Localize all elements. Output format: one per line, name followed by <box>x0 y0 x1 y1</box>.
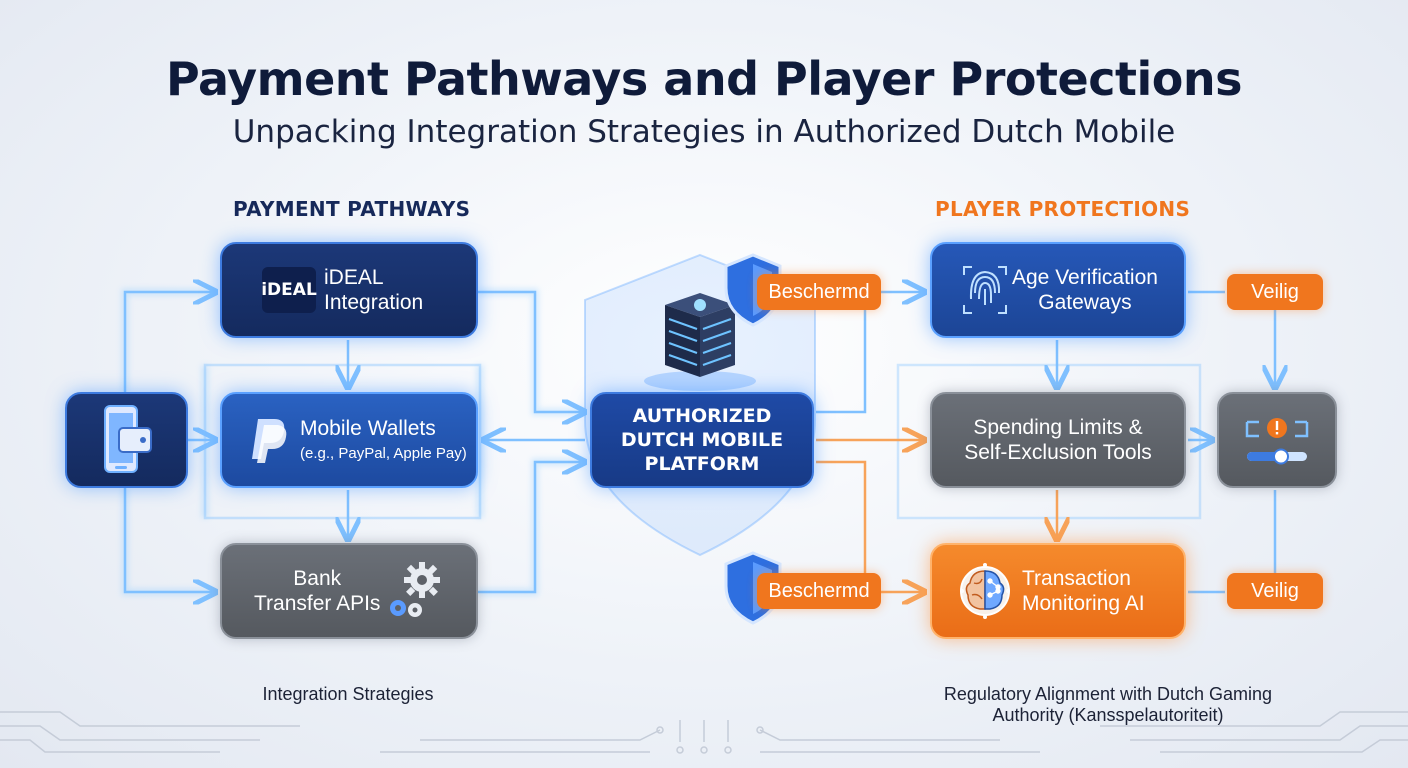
mobile-wallets-node[interactable]: Mobile Wallets (e.g., PayPal, Apple Pay) <box>220 392 478 488</box>
center-line1: AUTHORIZED <box>632 405 772 427</box>
ideal-integration-node[interactable]: iDEAL iDEAL Integration <box>220 242 478 338</box>
spending-limits-node[interactable]: Spending Limits & Self-Exclusion Tools <box>930 392 1186 488</box>
mobile-device-node[interactable] <box>65 392 188 488</box>
bank-transfer-node[interactable]: Bank Transfer APIs <box>220 543 478 639</box>
player-protections-heading: PLAYER PROTECTIONS <box>935 197 1191 221</box>
server-stack-icon <box>644 293 756 391</box>
center-line2: DUTCH MOBILE <box>620 429 784 451</box>
limits-line2: Self-Exclusion Tools <box>964 441 1152 464</box>
wallets-line1: Mobile Wallets <box>300 417 436 440</box>
limits-line1: Spending Limits & <box>973 416 1143 439</box>
ideal-logo-icon: iDEAL <box>261 267 317 313</box>
paypal-icon <box>252 419 287 463</box>
fingerprint-icon <box>963 266 1007 314</box>
regulatory-caption: Regulatory Alignment with Dutch Gaming A… <box>900 684 1316 726</box>
bank-line2: Transfer APIs <box>254 592 381 615</box>
page-subtitle: Unpacking Integration Strategies in Auth… <box>232 114 1176 150</box>
brain-ai-icon <box>960 563 1010 619</box>
safe-badge-top: Veilig <box>1227 274 1323 310</box>
bank-line1: Bank <box>293 567 342 590</box>
circuit-traces <box>0 711 1408 754</box>
gear-icon <box>390 562 441 617</box>
regulatory-caption-line1: Regulatory Alignment with Dutch Gaming <box>943 684 1273 704</box>
protected-badge-bottom: Beschermd <box>757 573 881 609</box>
ideal-logo-text: iDEAL <box>261 280 317 300</box>
monitoring-line1: Transaction <box>1022 567 1131 590</box>
age-verification-node[interactable]: Age Verification Gateways <box>930 242 1186 338</box>
mobile-wallet-icon <box>103 405 152 473</box>
ideal-line1: iDEAL <box>324 266 384 289</box>
protected-badge-top: Beschermd <box>757 274 881 310</box>
age-line2: Gateways <box>1038 291 1132 314</box>
ideal-line2: Integration <box>324 291 424 314</box>
age-line1: Age Verification <box>1012 266 1158 289</box>
center-line3: PLATFORM <box>644 453 760 475</box>
integration-strategies-caption: Integration Strategies <box>262 684 434 704</box>
monitoring-line2: Monitoring AI <box>1022 592 1145 615</box>
payment-pathways-heading: PAYMENT PATHWAYS <box>233 197 471 221</box>
regulatory-caption-line2: Authority (Kansspelautoriteit) <box>992 705 1224 725</box>
authorized-platform-node[interactable]: AUTHORIZED DUTCH MOBILE PLATFORM <box>590 392 814 488</box>
transaction-monitoring-node[interactable]: Transaction Monitoring AI <box>930 543 1186 639</box>
page-title: Payment Pathways and Player Protections <box>166 52 1242 106</box>
alert-slider-icon <box>1245 418 1309 465</box>
wallets-line2: (e.g., PayPal, Apple Pay) <box>300 445 467 462</box>
safe-badge-bottom: Veilig <box>1227 573 1323 609</box>
alert-control-node[interactable] <box>1217 392 1337 488</box>
